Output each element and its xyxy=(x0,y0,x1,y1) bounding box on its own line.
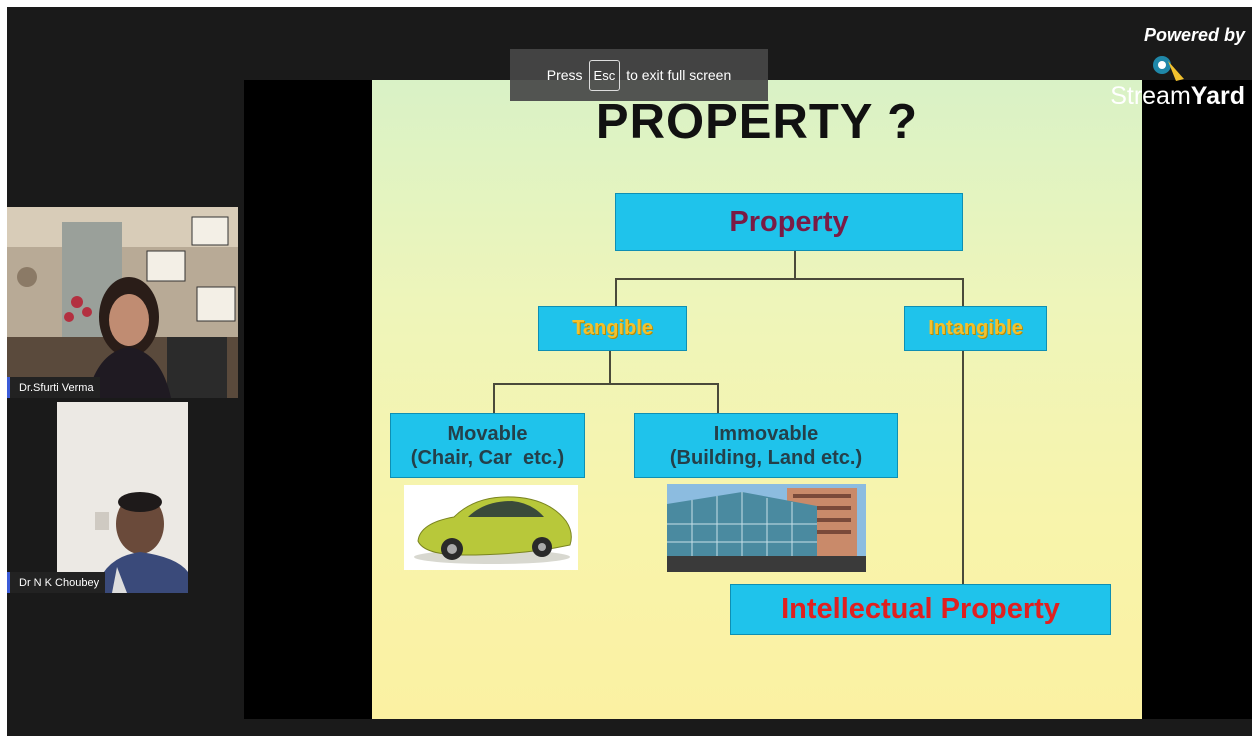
streamyard-wordmark: StreamYard xyxy=(1110,82,1245,111)
building-image xyxy=(667,484,866,572)
participant-video-1 xyxy=(7,207,238,398)
participant-tile-1[interactable]: Dr.Sfurti Verma xyxy=(7,207,238,398)
node-intellectual-property-label: Intellectual Property xyxy=(781,593,1060,625)
connector-line xyxy=(615,278,617,306)
connector-line xyxy=(609,350,611,384)
connector-line xyxy=(493,383,719,385)
streamyard-wordmark-stream: Stream xyxy=(1110,82,1191,110)
presentation-slide: PROPERTY ? Property Tangible Intangible xyxy=(372,80,1142,719)
connector-line xyxy=(717,383,719,413)
node-intangible: Intangible xyxy=(904,306,1047,351)
node-immovable: Immovable (Building, Land etc.) xyxy=(634,413,898,478)
node-tangible-label: Tangible xyxy=(572,317,653,339)
node-intellectual-property: Intellectual Property xyxy=(730,584,1111,635)
node-tangible: Tangible xyxy=(538,306,687,351)
participant-name-1: Dr.Sfurti Verma xyxy=(7,377,100,398)
node-movable: Movable (Chair, Car etc.) xyxy=(390,413,585,478)
node-immovable-examples: (Building, Land etc.) xyxy=(669,446,863,469)
stream-stage: Dr.Sfurti Verma Dr N K Choubey PROPERTY … xyxy=(7,7,1252,736)
connector-line xyxy=(493,383,495,413)
powered-by-text: Powered by xyxy=(1143,25,1245,45)
slide-title: PROPERTY ? xyxy=(595,95,919,149)
streamyard-wordmark-yard: Yard xyxy=(1190,82,1245,110)
participant-name-2: Dr N K Choubey xyxy=(7,572,106,593)
node-property: Property xyxy=(615,193,963,251)
esc-key: Esc xyxy=(588,59,621,91)
car-image xyxy=(404,485,578,570)
node-immovable-title: Immovable xyxy=(713,422,819,445)
screen-share: PROPERTY ? Property Tangible Intangible xyxy=(244,80,1252,719)
participant-video-2 xyxy=(7,402,188,593)
node-movable-title: Movable xyxy=(447,422,528,445)
connector-line xyxy=(962,350,964,586)
node-intangible-label: Intangible xyxy=(928,317,1023,339)
hint-prefix: Press xyxy=(546,67,583,83)
connector-line xyxy=(794,250,796,280)
node-property-label: Property xyxy=(729,205,849,238)
node-movable-examples: (Chair, Car etc.) xyxy=(410,446,565,469)
connector-line xyxy=(615,278,964,280)
streamyard-branding: Powered by StreamYard xyxy=(1110,25,1245,111)
fullscreen-exit-hint: Press Esc to exit full screen xyxy=(510,49,768,101)
streamyard-logo-icon xyxy=(1153,56,1184,81)
connector-line xyxy=(962,278,964,306)
hint-suffix: to exit full screen xyxy=(626,67,732,83)
participant-tile-2[interactable]: Dr N K Choubey xyxy=(7,402,188,593)
